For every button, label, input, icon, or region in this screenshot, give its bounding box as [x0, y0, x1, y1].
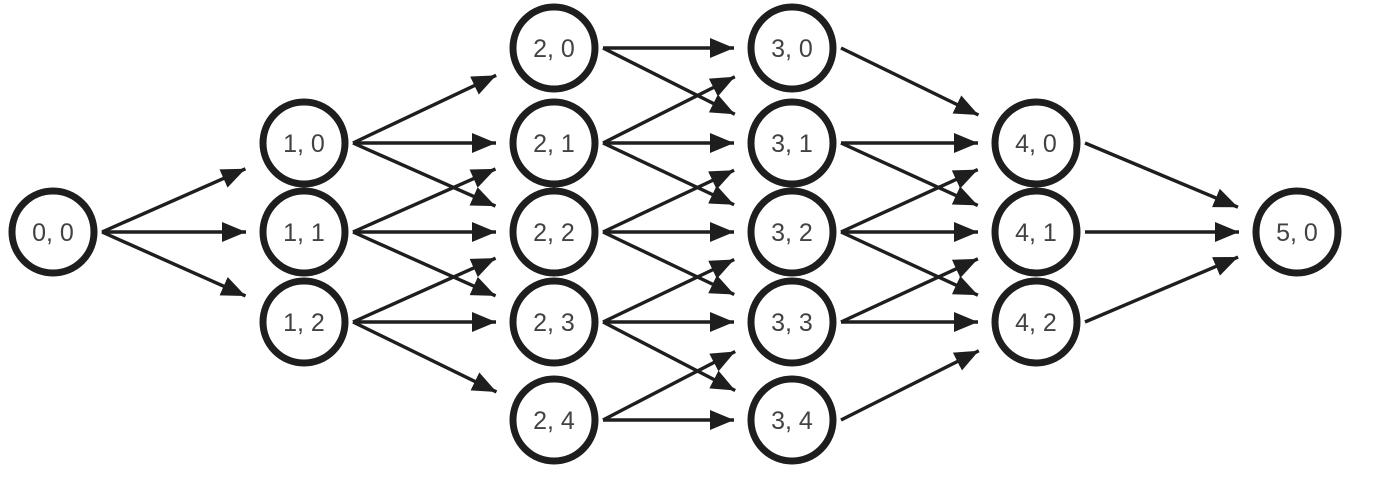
edge-3,2-to-4,2: [840, 230, 979, 297]
edge-3,1-to-4,1: [840, 141, 979, 207]
node-label: 1, 1: [283, 219, 325, 247]
node-label: 3, 4: [771, 407, 813, 435]
node-circle: [747, 98, 837, 188]
node-4,0: 4, 0: [991, 98, 1081, 188]
edge-2,1-to-3,2: [602, 141, 735, 207]
node-circle: [509, 277, 599, 367]
node-label: 0, 0: [32, 219, 74, 247]
node-2,3: 2, 3: [509, 277, 599, 367]
node-circle: [259, 277, 349, 367]
node-label: 2, 3: [533, 309, 575, 337]
edge-2,3-to-3,4: [602, 320, 736, 393]
edge-1,2-to-2,4: [352, 320, 498, 394]
node-2,0: 2, 0: [509, 3, 599, 93]
node-circle: [991, 277, 1081, 367]
edge-2,4-to-3,3: [602, 349, 736, 422]
node-circle: [747, 187, 837, 277]
node-0,0: 0, 0: [8, 187, 98, 277]
edge-2,0-to-3,1: [602, 46, 736, 116]
edge-3,0-to-4,0: [840, 46, 980, 117]
node-1,0: 1, 0: [259, 98, 349, 188]
node-label: 4, 1: [1015, 219, 1057, 247]
node-label: 2, 4: [533, 407, 575, 435]
node-3,1: 3, 1: [747, 98, 837, 188]
edge-2,1-to-3,0: [602, 75, 736, 145]
edge-2,2-to-3,3: [602, 230, 735, 297]
node-label: 3, 3: [771, 309, 813, 337]
node-3,3: 3, 3: [747, 277, 837, 367]
node-4,1: 4, 1: [991, 187, 1081, 277]
node-circle: [509, 98, 599, 188]
node-3,4: 3, 4: [747, 375, 837, 465]
edge-3,2-to-4,0: [840, 168, 979, 234]
node-circle: [509, 187, 599, 277]
node-circle: [8, 187, 98, 277]
node-label: 4, 2: [1015, 309, 1057, 337]
node-3,2: 3, 2: [747, 187, 837, 277]
edge-0,0-to-1,0: [101, 167, 247, 234]
node-label: 5, 0: [1276, 219, 1318, 247]
node-label: 2, 1: [533, 130, 575, 158]
node-4,2: 4, 2: [991, 277, 1081, 367]
edge-3,3-to-4,1: [840, 257, 979, 324]
node-2,1: 2, 1: [509, 98, 599, 188]
node-label: 3, 2: [771, 219, 813, 247]
edge-2,2-to-3,1: [602, 168, 735, 234]
edge-0,0-to-1,2: [101, 230, 247, 298]
node-2,2: 2, 2: [509, 187, 599, 277]
edge-1,0-to-2,0: [352, 73, 497, 145]
node-circle: [747, 277, 837, 367]
edge-3,4-to-4,2: [840, 349, 980, 422]
node-1,1: 1, 1: [259, 187, 349, 277]
edge-2,3-to-3,2: [602, 257, 735, 324]
edge-1,0-to-2,2: [352, 141, 497, 208]
node-label: 4, 0: [1015, 130, 1057, 158]
node-circle: [991, 98, 1081, 188]
node-2,4: 2, 4: [509, 375, 599, 465]
node-circle: [259, 187, 349, 277]
node-label: 3, 1: [771, 130, 813, 158]
node-label: 2, 2: [533, 219, 575, 247]
node-label: 1, 0: [283, 130, 325, 158]
node-circle: [747, 375, 837, 465]
edge-4,2-to-5,0: [1084, 255, 1239, 324]
node-5,0: 5, 0: [1252, 187, 1342, 277]
node-circle: [1252, 187, 1342, 277]
edge-1,2-to-2,2: [352, 256, 497, 324]
node-circle: [509, 375, 599, 465]
node-1,2: 1, 2: [259, 277, 349, 367]
node-circle: [747, 3, 837, 93]
node-label: 1, 2: [283, 309, 325, 337]
node-circle: [991, 187, 1081, 277]
node-circle: [509, 3, 599, 93]
node-3,0: 3, 0: [747, 3, 837, 93]
node-label: 3, 0: [771, 35, 813, 63]
edge-4,0-to-5,0: [1084, 141, 1239, 209]
edge-1,1-to-2,3: [352, 230, 497, 298]
edges-layer: [101, 38, 1239, 430]
node-circle: [259, 98, 349, 188]
nodes-layer: 0, 0 1, 0 1, 1 1, 2 2, 0 2, 1 2, 2 2, 3 2, 4 3, 0…: [8, 3, 1342, 465]
edge-1,1-to-2,1: [352, 167, 497, 234]
node-label: 2, 0: [533, 35, 575, 63]
